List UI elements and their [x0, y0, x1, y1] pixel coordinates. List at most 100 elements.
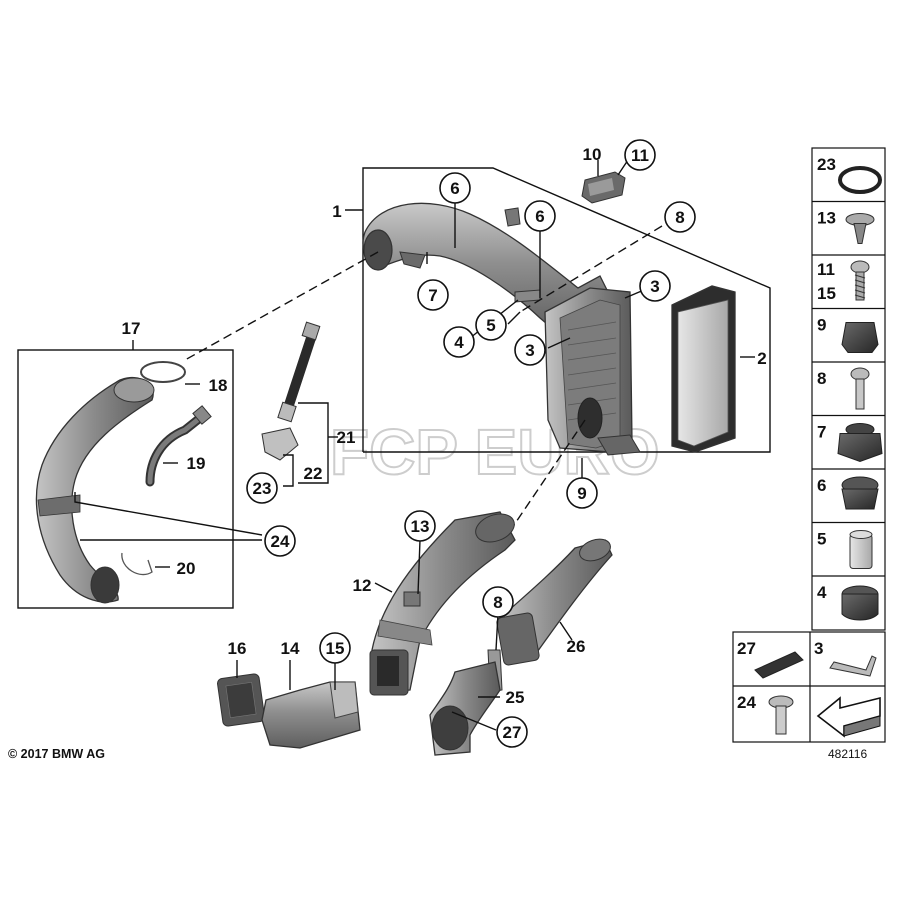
legend-label: 15 [817, 284, 836, 303]
expanding-nut-icon [845, 213, 875, 244]
callout-8: 8 [482, 586, 514, 618]
callout-number: 3 [525, 341, 534, 360]
legend-cell-27: 27 [737, 639, 804, 679]
callout-number: 3 [650, 277, 659, 296]
callout-number: 9 [577, 484, 586, 503]
fastener-legend-bottom: 27 3 24 [732, 631, 886, 743]
callout-number: 2 [757, 349, 766, 368]
bushing-sleeve-icon [849, 530, 873, 569]
arrow-sign-icon [816, 696, 881, 738]
callout-8: 8 [664, 201, 696, 233]
hex-bolt-icon [850, 367, 870, 410]
callout-12: 12 [353, 576, 372, 595]
callout-number: 4 [454, 333, 464, 352]
legend-label: 3 [814, 639, 823, 658]
callout-16: 16 [228, 639, 247, 658]
intake-duct-group [17, 340, 263, 609]
legend-row-9: 9 [812, 307, 885, 353]
diagram-number: 482116 [828, 747, 867, 761]
callout-19: 19 [187, 454, 206, 473]
curved-intake-duct [35, 376, 154, 603]
callout-3: 3 [639, 270, 671, 302]
breather-hose-assembly [261, 321, 338, 487]
legend-row-8: 8 [812, 361, 885, 410]
legend-label: 23 [817, 155, 836, 174]
callout-11: 11 [624, 139, 656, 171]
reference-lines [184, 225, 663, 529]
callout-number: 16 [228, 639, 247, 658]
legend-cell-24: 24 [737, 693, 794, 735]
legend-cell-arrow [816, 696, 881, 738]
callout-number: 27 [503, 723, 522, 742]
callout-number: 15 [326, 639, 345, 658]
callout-9: 9 [566, 477, 598, 509]
spring-clip-20 [121, 552, 153, 576]
legend-row-23: 23 [817, 155, 882, 194]
callout-number: 12 [353, 576, 372, 595]
intake-duct-26 [496, 538, 613, 666]
callout-number: 23 [253, 479, 272, 498]
callout-6: 6 [439, 172, 471, 204]
callout-24: 24 [264, 525, 296, 557]
snorkel-top-mouth [475, 513, 515, 543]
legend-row-4: 4 [812, 575, 885, 621]
legend-label: 4 [817, 583, 827, 602]
group-17-frame [17, 349, 234, 609]
callout-10: 10 [583, 145, 602, 164]
callout-13: 13 [404, 510, 436, 542]
callout-number: 24 [271, 532, 290, 551]
callout-number: 22 [304, 464, 323, 483]
callout-27: 27 [496, 716, 528, 748]
legend-row-5: 5 [812, 521, 885, 569]
callout-22: 22 [304, 464, 323, 483]
collar-bolt-icon [768, 695, 794, 735]
callout-2: 2 [757, 349, 766, 368]
callout-14: 14 [281, 639, 300, 658]
hose-clamp-18 [140, 361, 186, 383]
foam-strip-icon [754, 651, 804, 679]
callout-number: 17 [122, 319, 141, 338]
legend-label: 11 [817, 260, 835, 279]
legend-row-13: 13 [812, 200, 885, 244]
callout-number: 6 [450, 179, 459, 198]
legend-row-7: 7 [812, 414, 885, 463]
legend-label: 7 [817, 423, 826, 442]
air-filter-housing-group [345, 167, 771, 456]
callout-17: 17 [122, 319, 141, 338]
callout-1: 1 [332, 202, 341, 221]
group-1-frame [362, 167, 771, 453]
legend-label: 13 [817, 209, 836, 228]
legend-cell-3: 3 [814, 639, 877, 677]
legend-label: 8 [817, 369, 826, 388]
callout-6: 6 [524, 200, 556, 232]
callout-number: 11 [631, 146, 649, 165]
rubber-mount-icon [837, 423, 883, 463]
cover-14 [261, 660, 361, 749]
callout-26: 26 [567, 637, 586, 656]
breather-hose-21 [283, 330, 317, 413]
hose-fitting [261, 427, 299, 461]
duct-top-mouth [113, 377, 155, 403]
legend-row-6: 6 [812, 468, 885, 510]
intake-pipe-mouth [363, 229, 393, 271]
callout-25: 25 [506, 688, 525, 707]
rubber-mount-small [514, 289, 541, 303]
legend-label: 24 [737, 693, 756, 712]
callout-23: 23 [246, 472, 278, 504]
callout-number: 26 [567, 637, 586, 656]
callout-3: 3 [514, 334, 546, 366]
o-ring-icon [838, 166, 882, 194]
grille-16 [217, 660, 265, 727]
callout-number: 21 [337, 428, 356, 447]
callout-number: 5 [486, 316, 495, 335]
callout-number: 6 [535, 207, 544, 226]
housing-outlet [577, 397, 603, 439]
callout-18: 18 [209, 376, 228, 395]
callout-number: 18 [209, 376, 228, 395]
rubber-grommet-icon [841, 322, 879, 353]
callout-number: 8 [493, 593, 502, 612]
